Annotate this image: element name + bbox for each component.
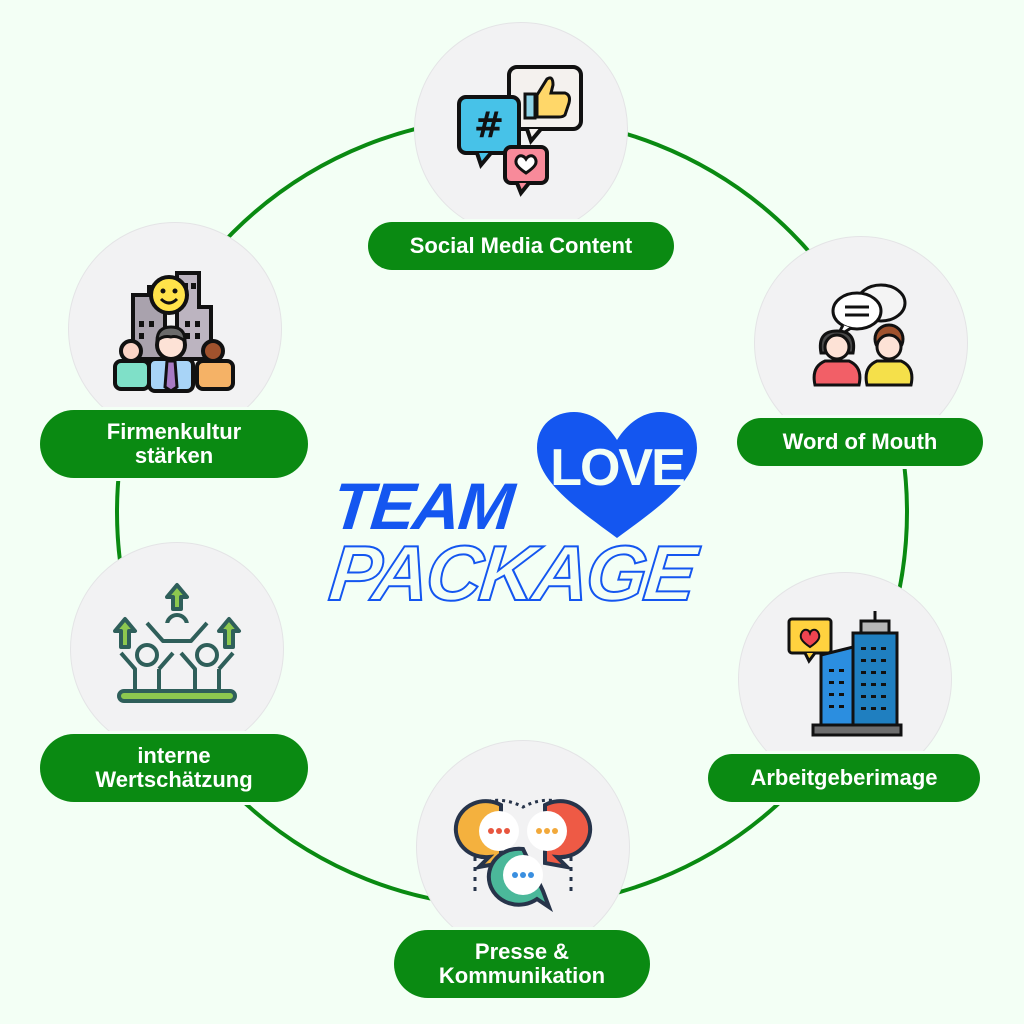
node-pill-social-media-content[interactable]: Social Media Content	[368, 222, 674, 270]
node-circle-arbeitgeberimage	[738, 572, 952, 786]
node-pill-arbeitgeberimage[interactable]: Arbeitgeberimage	[708, 754, 980, 802]
node-pill-interne-wertschaetzung[interactable]: interne Wertschätzung	[40, 734, 308, 802]
node-label-line: Wertschätzung	[95, 767, 253, 792]
node-label-line: Kommunikation	[438, 963, 606, 988]
node-label: Social Media Content	[409, 233, 633, 258]
social-media-chat-icon: #	[457, 65, 583, 197]
node-pill-firmenkultur-staerken[interactable]: Firmenkultur stärken	[40, 410, 308, 478]
team-growth-icon	[113, 583, 241, 703]
node-label: Word of Mouth	[782, 429, 938, 454]
node-circle-firmenkultur	[68, 222, 282, 436]
company-culture-icon	[113, 271, 235, 393]
love-word: LOVE	[550, 439, 684, 497]
node-pill-word-of-mouth[interactable]: Word of Mouth	[737, 418, 983, 466]
love-heart-logo-icon: LOVE	[537, 412, 697, 538]
team-love-package-logo: LOVE TEAM PACKAGE	[320, 410, 700, 620]
office-building-heart-icon	[787, 611, 903, 737]
node-label: Arbeitgeberimage	[750, 765, 938, 790]
node-label-line: stärken	[134, 443, 214, 468]
people-talking-icon	[812, 283, 914, 387]
node-circle-social-media: #	[414, 22, 628, 236]
node-circle-presse	[416, 740, 630, 954]
svg-text:#: #	[474, 105, 504, 146]
chat-bubbles-icon	[453, 798, 593, 913]
logo-package-text: PACKAGE	[324, 528, 698, 618]
node-label-line: interne	[137, 743, 211, 768]
node-label-line: Firmenkultur	[106, 419, 242, 444]
node-circle-word-of-mouth	[754, 236, 968, 450]
node-label-line: Presse &	[474, 939, 570, 964]
node-circle-wertschaetzung	[70, 542, 284, 756]
node-pill-presse-kommunikation[interactable]: Presse & Kommunikation	[394, 930, 650, 998]
